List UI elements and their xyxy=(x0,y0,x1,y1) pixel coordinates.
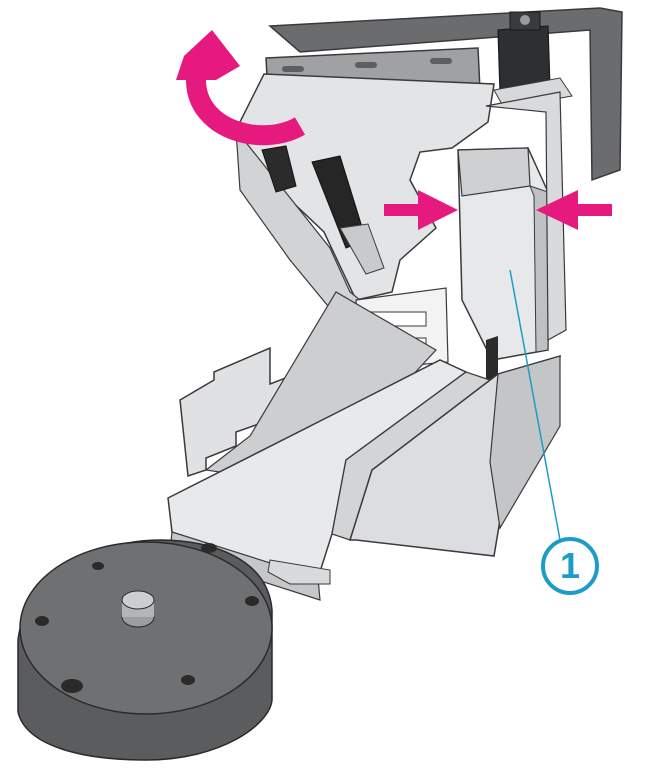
curved-arrow-icon xyxy=(176,30,306,146)
spool-base xyxy=(17,539,273,761)
inward-arrow-icon xyxy=(384,190,612,230)
cartridge-block xyxy=(457,91,567,392)
side-wall xyxy=(179,291,437,485)
callout-1 xyxy=(509,269,599,595)
callout-number: 1 xyxy=(559,545,581,586)
